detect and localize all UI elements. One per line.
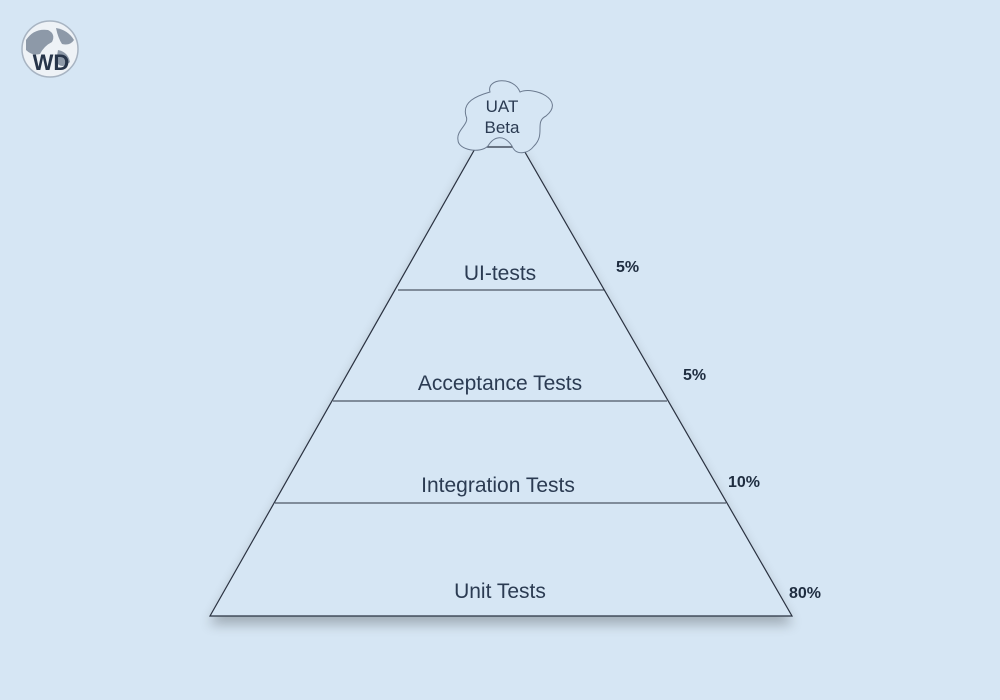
- layer-label-unit-tests: Unit Tests: [454, 580, 546, 603]
- percent-unit-tests: 80%: [789, 585, 821, 602]
- percent-integration-tests: 10%: [728, 474, 760, 491]
- layer-label-acceptance-tests: Acceptance Tests: [418, 372, 582, 395]
- logo-text: WD: [33, 50, 70, 75]
- percent-acceptance-tests: 5%: [683, 367, 706, 384]
- percent-ui-tests: 5%: [616, 259, 639, 276]
- pyramid-outline: [208, 146, 794, 617]
- layer-label-integration-tests: Integration Tests: [421, 474, 575, 497]
- logo: WD: [21, 20, 79, 78]
- layer-label-ui-tests: UI-tests: [464, 262, 536, 285]
- uat-beta-cloud: [457, 80, 553, 154]
- beta-label: Beta: [485, 118, 521, 137]
- uat-label: UAT: [486, 97, 519, 116]
- globe-continents: [26, 28, 74, 66]
